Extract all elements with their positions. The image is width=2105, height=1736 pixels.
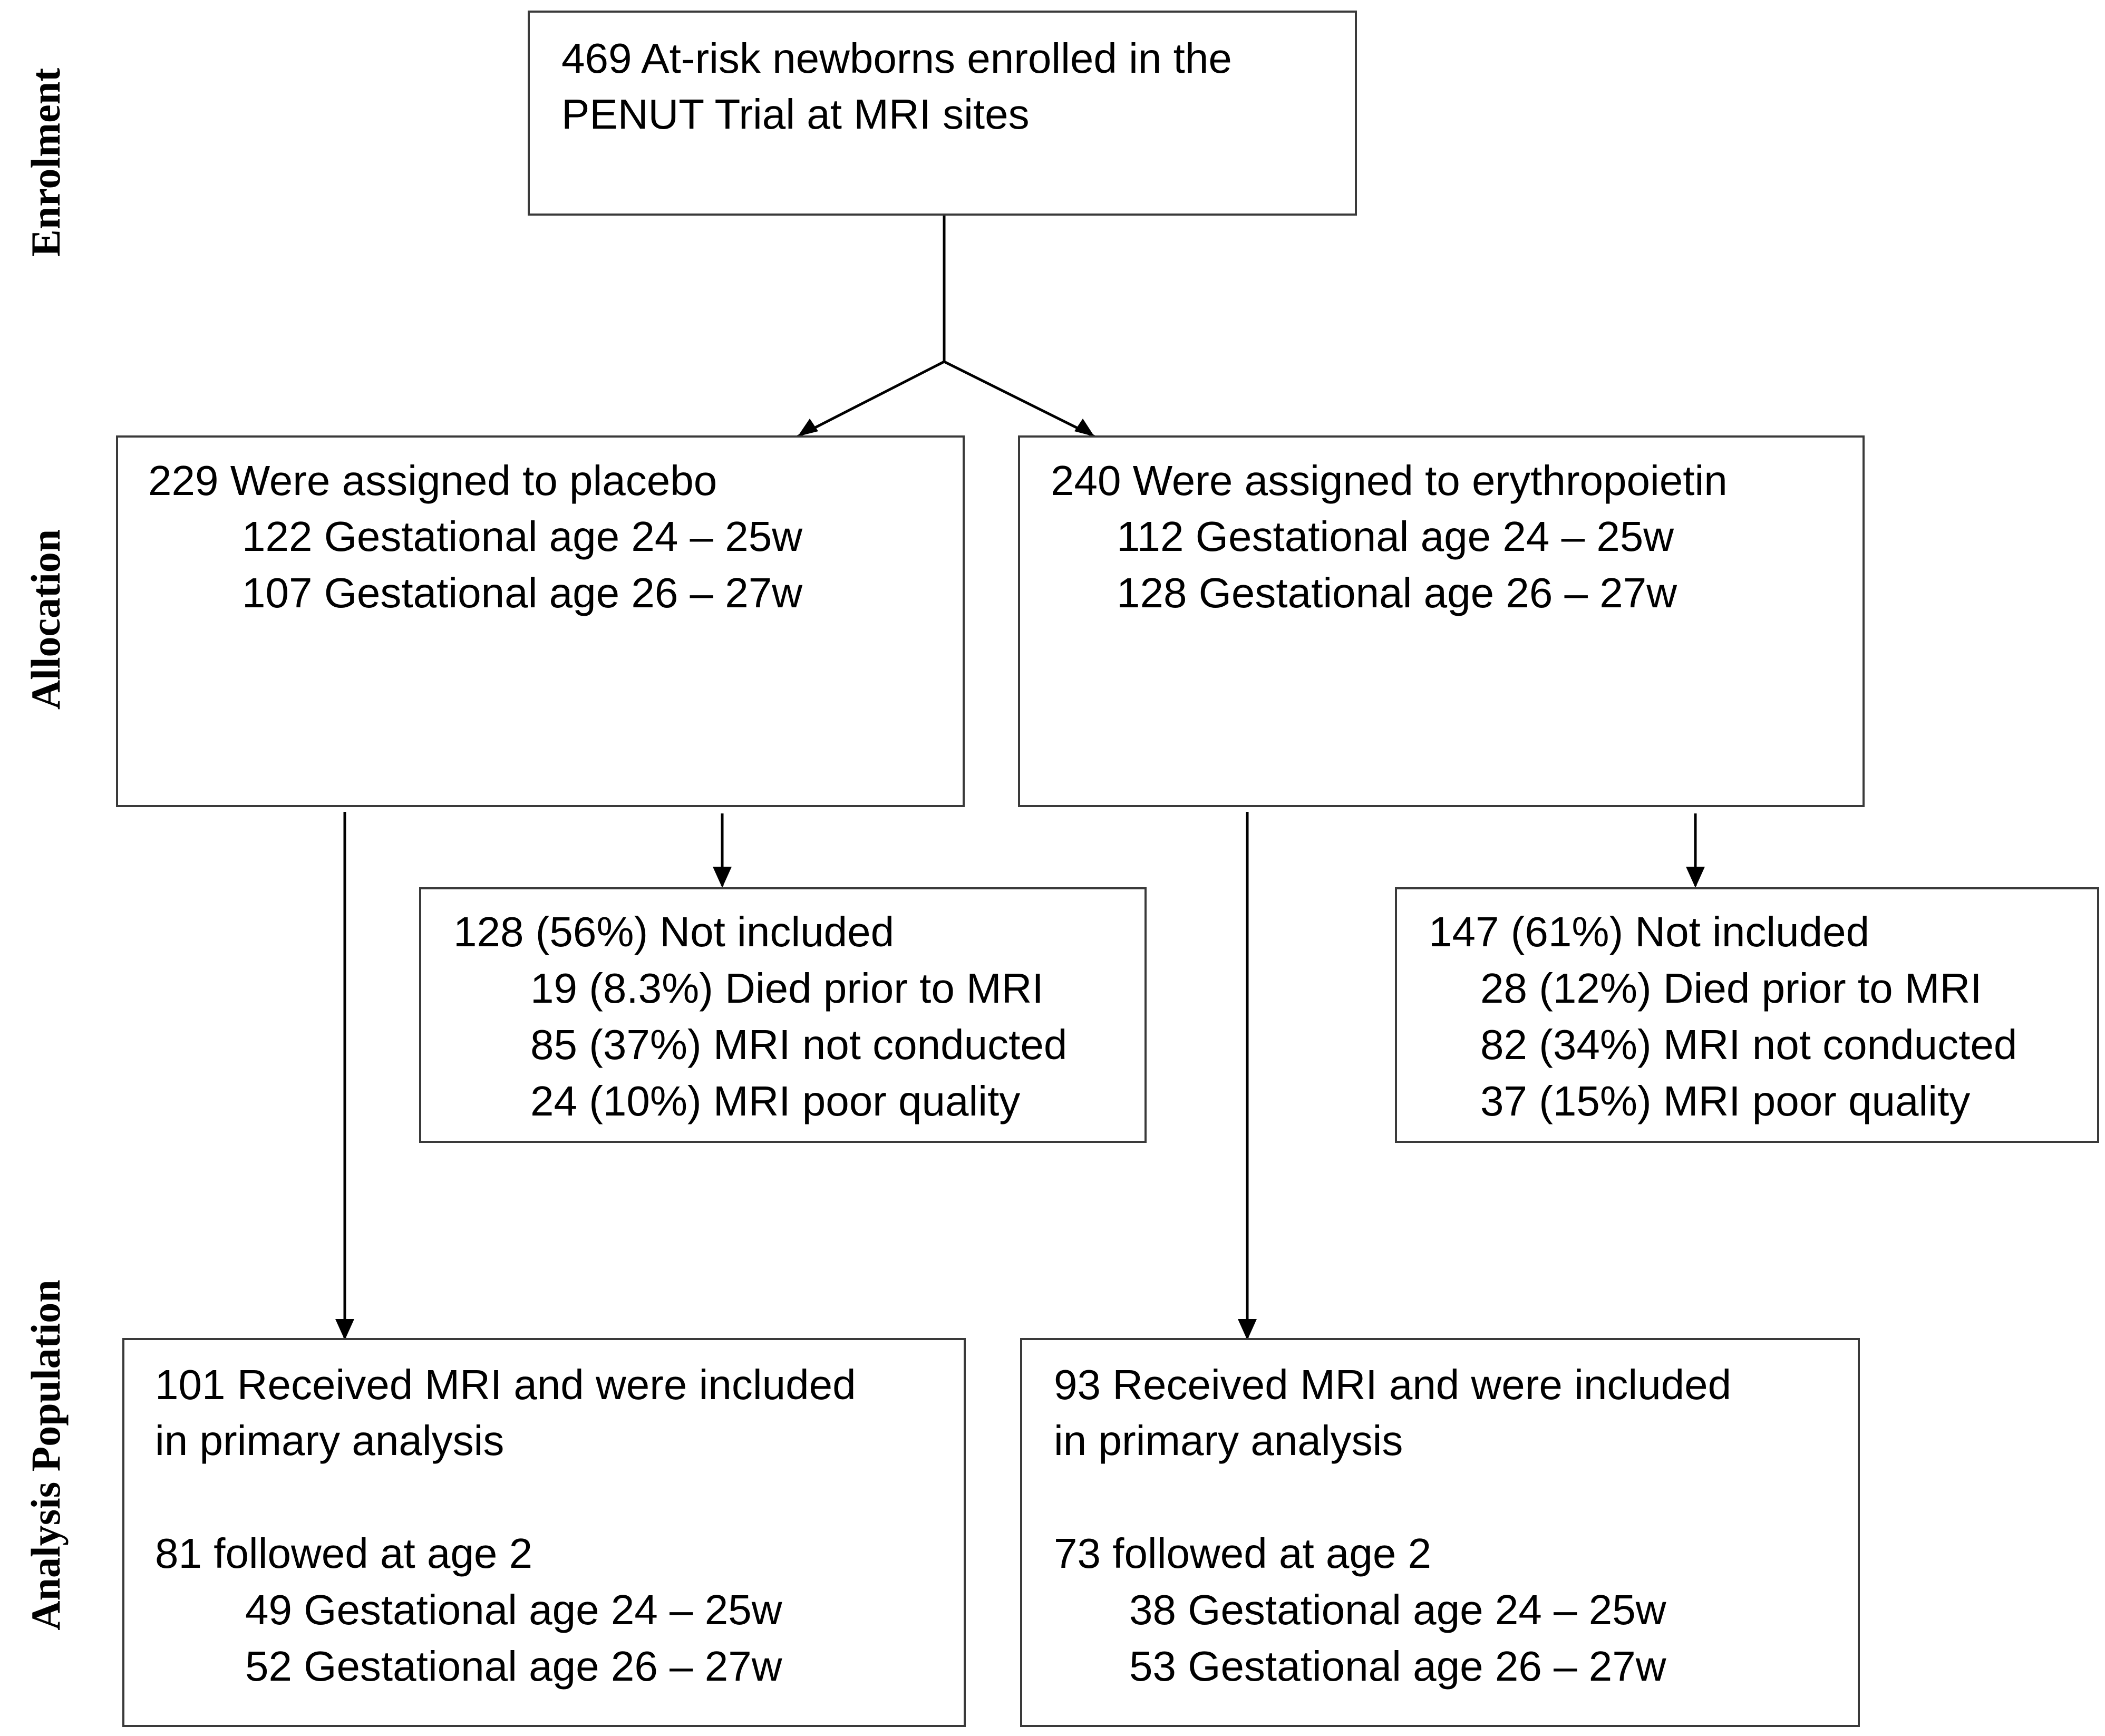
epo-followed-at-age-2: 73 followed at age 2 (1054, 1530, 1432, 1577)
enrolment-text-line-2: PENUT Trial at MRI sites (561, 91, 1030, 138)
epo-allocation-box: 240 Were assigned to erythropoietin 112 … (1018, 435, 1865, 807)
placebo-title: 229 Were assigned to placebo (148, 457, 717, 504)
placebo-followed-at-age-2: 81 followed at age 2 (155, 1530, 533, 1577)
placebo-excluded-box: 128 (56%) Not included 19 (8.3%) Died pr… (419, 887, 1147, 1143)
stage-label-analysis-population: Analysis Population (23, 1279, 69, 1631)
placebo-analysis-line-2: in primary analysis (155, 1417, 505, 1464)
placebo-mri-not-conducted: 85 (37%) MRI not conducted (530, 1021, 1068, 1068)
stage-label-enrolment: Enrolment (23, 67, 69, 257)
placebo-followed-ga-24-25: 49 Gestational age 24 – 25w (245, 1586, 782, 1633)
arrowhead-epo (1074, 419, 1094, 437)
placebo-analysis-box: 101 Received MRI and were included in pr… (122, 1338, 966, 1727)
arrowhead-placebo (798, 419, 818, 437)
placebo-analysis-line-1: 101 Received MRI and were included (155, 1361, 856, 1408)
epo-followed-ga-26-27: 53 Gestational age 26 – 27w (1129, 1643, 1666, 1690)
epo-mri-poor-quality: 37 (15%) MRI poor quality (1480, 1078, 1971, 1124)
epo-title: 240 Were assigned to erythropoietin (1051, 457, 1728, 504)
placebo-followed-ga-26-27: 52 Gestational age 26 – 27w (245, 1643, 782, 1690)
arrowhead-epo-analysis (1238, 1319, 1257, 1340)
epo-excluded-title: 147 (61%) Not included (1429, 908, 1870, 955)
placebo-died-prior-to-mri: 19 (8.3%) Died prior to MRI (530, 965, 1044, 1012)
enrolment-text-line-1: 469 At-risk newborns enrolled in the (561, 35, 1232, 82)
epo-followed-ga-24-25: 38 Gestational age 24 – 25w (1129, 1586, 1666, 1633)
epo-analysis-box: 93 Received MRI and were included in pri… (1020, 1338, 1860, 1727)
epo-analysis-line-1: 93 Received MRI and were included (1054, 1361, 1732, 1408)
epo-died-prior-to-mri: 28 (12%) Died prior to MRI (1480, 965, 1982, 1012)
arrowhead-placebo-analysis (335, 1319, 354, 1340)
stage-label-allocation: Allocation (23, 529, 69, 710)
placebo-excluded-title: 128 (56%) Not included (453, 908, 895, 955)
arrowhead-epo-excluded (1686, 867, 1705, 888)
epo-ga-24-25: 112 Gestational age 24 – 25w (1117, 513, 1674, 560)
epo-mri-not-conducted: 82 (34%) MRI not conducted (1480, 1021, 2017, 1068)
placebo-mri-poor-quality: 24 (10%) MRI poor quality (530, 1078, 1021, 1124)
branch-to-epo-line (943, 360, 1095, 438)
epo-ga-26-27: 128 Gestational age 26 – 27w (1117, 569, 1677, 616)
epo-excluded-box: 147 (61%) Not included 28 (12%) Died pri… (1395, 887, 2099, 1143)
placebo-allocation-box: 229 Were assigned to placebo 122 Gestati… (116, 435, 965, 807)
branch-to-placebo-line (797, 360, 945, 438)
enrolment-box: 469 At-risk newborns enrolled in the PEN… (528, 11, 1357, 216)
placebo-ga-24-25: 122 Gestational age 24 – 25w (242, 513, 803, 560)
arrowhead-placebo-excluded (713, 867, 732, 888)
placebo-ga-26-27: 107 Gestational age 26 – 27w (242, 569, 803, 616)
epo-analysis-line-2: in primary analysis (1054, 1417, 1403, 1464)
